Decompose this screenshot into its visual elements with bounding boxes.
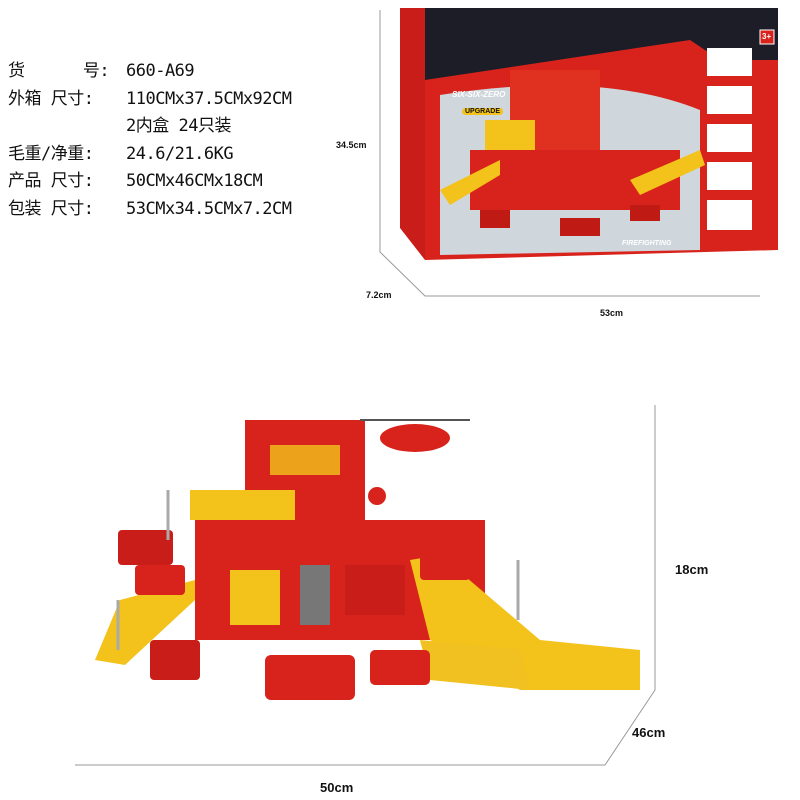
product-width-label: 50cm (320, 780, 354, 795)
box-logo: SIX-SIX-ZERO (452, 90, 506, 99)
box-depth-label: 7.2cm (366, 290, 392, 300)
spec-item-package-size: 包装 尺寸:53CMx34.5CMx7.2CM (8, 198, 292, 219)
playset-image (75, 405, 656, 766)
spec-list: 货 号:660-A69 外箱 尺寸:110CMx37.5CMx92CM 2内盒 … (8, 58, 292, 223)
spec-item-weight: 毛重/净重:24.6/21.6KG (8, 143, 234, 164)
box-height-label: 34.5cm (336, 140, 367, 150)
spec-item-carton-size: 外箱 尺寸:110CMx37.5CMx92CM (8, 88, 292, 109)
package-box-image (379, 8, 778, 297)
box-age-badge: 3+ (762, 32, 772, 41)
box-upgrade-badge: UPGRADE (462, 108, 504, 115)
spec-item-product-size: 产品 尺寸:50CMx46CMx18CM (8, 171, 263, 191)
box-width-label: 53cm (600, 308, 624, 318)
product-depth-label: 46cm (632, 725, 666, 740)
box-caption: FIREFIGHTING (622, 240, 672, 247)
product-height-label: 18cm (675, 562, 709, 577)
spec-item-carton-qty: 2内盒 24只装 (126, 116, 231, 136)
spec-item-number: 货 号:660-A69 (8, 61, 195, 81)
